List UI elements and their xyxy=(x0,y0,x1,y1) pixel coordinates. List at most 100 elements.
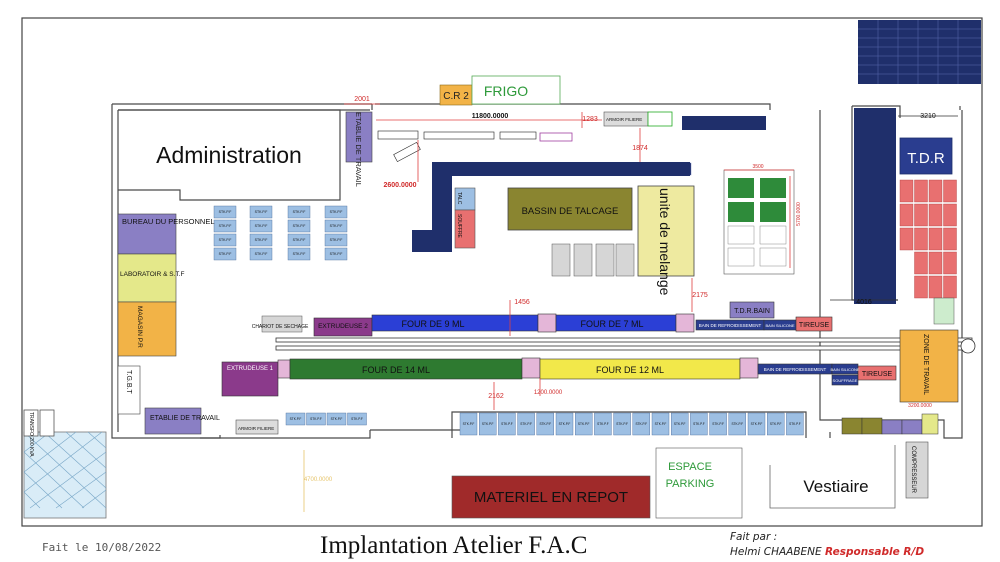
stk-pallet-label: STK.P.F xyxy=(616,422,628,426)
four-9-label: FOUR DE 9 ML xyxy=(401,319,464,329)
stk-pallet xyxy=(747,412,766,436)
author-role: Responsable R/D xyxy=(825,546,925,558)
administration-label: Administration xyxy=(156,142,302,168)
stk-pallet-label: STK.P.F xyxy=(255,210,268,214)
stk-pallet xyxy=(632,412,650,436)
author-prefix: Fait par : xyxy=(730,531,778,543)
zone-travail xyxy=(899,329,959,403)
stk-pallet-label: STK.P.F xyxy=(789,422,801,426)
stk-pallet-label: STK.P.F xyxy=(310,417,322,421)
stk-pallet xyxy=(213,247,237,261)
stk-pallet-label: STK.P.F xyxy=(293,224,306,228)
stk-pallet-label: STK.P.F xyxy=(219,238,232,242)
stk-pallet-label: STK.P.F xyxy=(501,422,513,426)
silicone-boxes xyxy=(841,413,939,435)
red-stock-cell xyxy=(914,275,928,299)
stk-pallet-label: STK.P.F xyxy=(539,422,551,426)
dim-4700: 4700.0000 xyxy=(304,477,333,483)
bain-refroid-1-label: BAIN DE REFROIDISSEMENT xyxy=(699,323,762,328)
stk-left-group: STK.P.F STK.P.F STK.P.F STK.P.F STK.P.F STK.P… xyxy=(213,205,348,261)
stk-pallet-label: STK.P.F xyxy=(255,252,268,256)
extrudeuse-1 xyxy=(221,361,279,397)
dim-2600: 2600.0000 xyxy=(383,182,416,189)
stk-pallet-label: STK.P.F xyxy=(674,422,686,426)
stk-pallet xyxy=(651,412,670,436)
stk-pallet xyxy=(249,233,273,247)
red-stock-cell xyxy=(928,251,943,275)
stk-pallet-label: STK.P.F xyxy=(770,422,782,426)
dimension-lines xyxy=(344,103,794,410)
tdr-room xyxy=(899,137,953,175)
dim-1283: 1283 xyxy=(582,116,598,123)
red-stock-cell xyxy=(899,203,914,227)
dim-3500: 3500 xyxy=(752,164,763,170)
navy-strip xyxy=(412,108,896,304)
stk-pallet xyxy=(324,205,348,219)
stk-pallet-label: STK.P.F xyxy=(331,417,343,421)
stk-pallet xyxy=(249,247,273,261)
frigo-label: FRIGO xyxy=(484,83,528,99)
red-stock-cell xyxy=(928,227,943,251)
stk-pallet xyxy=(459,412,478,436)
bassin-talcage xyxy=(507,187,633,231)
stk-pallet-label: STK.P.F xyxy=(293,210,306,214)
red-stock-cell xyxy=(899,227,914,251)
stk-pallet-label: STK.P.F xyxy=(635,422,647,426)
stk-pallet xyxy=(287,205,311,219)
footer-title: Implantation Atelier F.A.C xyxy=(320,532,588,559)
extrudeuse-2-label: EXTRUDEUSE 2 xyxy=(318,323,368,330)
tireuse-2-label: TIREUSE xyxy=(862,371,893,378)
materiel-repot xyxy=(451,475,651,519)
stk-pallet xyxy=(594,412,612,436)
stk-pallet xyxy=(287,233,311,247)
cr2-label: C.R 2 xyxy=(443,91,469,102)
red-stock-grid xyxy=(899,179,957,299)
vestiaire-wall xyxy=(769,445,896,509)
stk-pallet xyxy=(613,412,631,436)
stk-pallet-label: STK.P.F xyxy=(330,210,343,214)
stk-pallet xyxy=(767,412,785,436)
souffre-label: SOUFFRE xyxy=(456,214,462,239)
armoir-top-label: ARMOIR FILIERE xyxy=(606,117,642,122)
armoir-filiere-bottom xyxy=(235,419,279,435)
bottom-storage-wall xyxy=(451,411,831,438)
stk-pallet xyxy=(324,219,348,233)
armoir-bottom-label: ARMOIR FILIERE xyxy=(238,426,274,431)
stk-pallet xyxy=(324,247,348,261)
administration-wall xyxy=(118,109,341,201)
dim-2175: 2175 xyxy=(692,292,708,299)
dim-3200: 3200.0000 xyxy=(908,403,932,409)
magasin-label: MAGASIN P.R xyxy=(136,306,143,348)
bureau-label: BUREAU DU PERSONNEL xyxy=(122,217,215,226)
transfo-label: TRANSFO 200 KVA xyxy=(28,412,34,457)
stk-pallet-label: STK.P.F xyxy=(330,238,343,242)
stk-pallet xyxy=(287,247,311,261)
transfo-zone xyxy=(23,431,107,519)
etablie-bottom-label: ETABLIE DE TRAVAIL xyxy=(150,415,220,422)
stk-pallet-label: STK.P.F xyxy=(482,422,494,426)
inner-wall-top xyxy=(111,103,771,439)
espace-parking xyxy=(655,447,743,519)
tdr-label: T.D.R xyxy=(907,150,945,167)
red-stock-cell xyxy=(914,251,928,275)
labo-room xyxy=(117,253,177,303)
red-stock-cell xyxy=(943,275,957,299)
stk-pallet-label: STK.P.F xyxy=(255,224,268,228)
materiel-label: MATERIEL EN REPOT xyxy=(474,489,628,506)
stk-pallet xyxy=(555,412,574,436)
souffrage-label: SOUFFRAGE xyxy=(833,378,858,383)
stk-pallet-label: STK.P.F xyxy=(655,422,667,426)
stk-pallet-label: STK.P.F xyxy=(463,422,475,426)
red-stock-cell xyxy=(928,179,943,203)
oven-lines xyxy=(275,337,976,354)
stk-pallet xyxy=(517,412,535,436)
tdr-bain-label: T.D.R.BAIN xyxy=(734,308,770,315)
stk-pallet-label: STK.P.F xyxy=(219,210,232,214)
stk-pallet-label: STK.P.F xyxy=(219,252,232,256)
bain-silicone-2-label: BAIN SILICONE xyxy=(830,367,859,372)
stk-pallet xyxy=(213,205,237,219)
bassin-label: BASSIN DE TALCAGE xyxy=(522,206,619,217)
red-stock-cell xyxy=(943,251,957,275)
stk-pallet xyxy=(728,412,746,436)
unite-melange xyxy=(637,185,695,277)
